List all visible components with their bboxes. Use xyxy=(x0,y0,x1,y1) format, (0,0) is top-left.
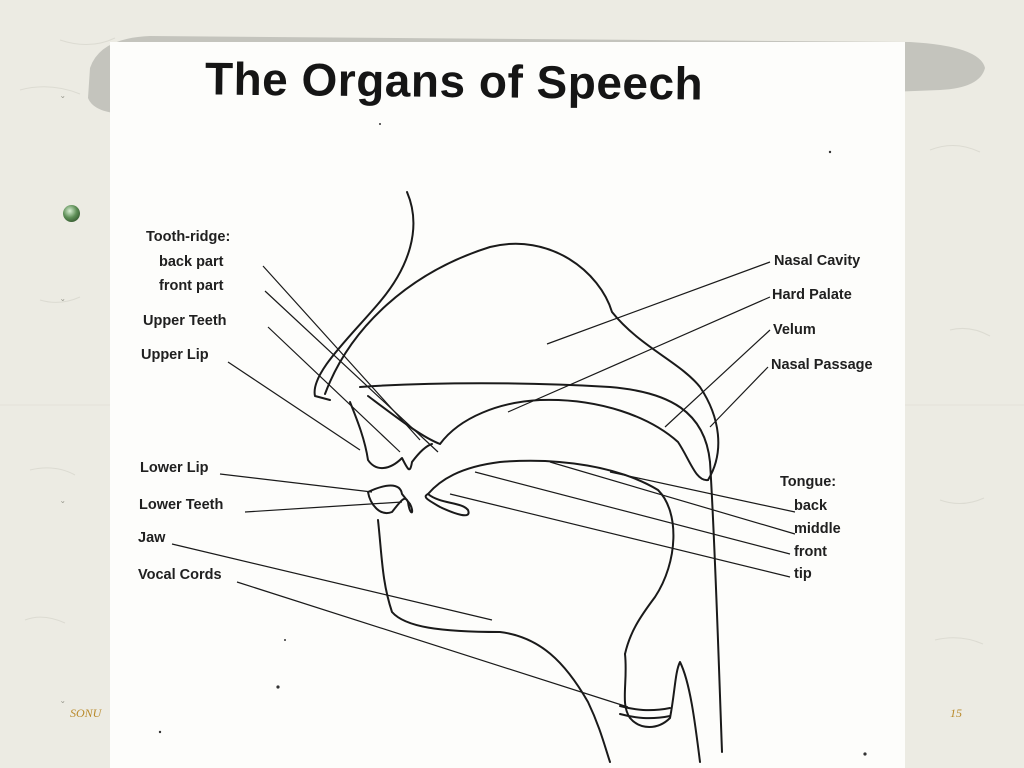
head-cross-section-drawing xyxy=(158,123,867,763)
label-tongue-middle: middle xyxy=(794,521,841,537)
label-tooth-ridge: Tooth-ridge: xyxy=(146,229,231,245)
jaw-and-neck-outline xyxy=(377,519,611,763)
label-upper-lip: Upper Lip xyxy=(141,347,209,363)
hard-palate-outline xyxy=(359,382,711,463)
lower-lip-and-teeth xyxy=(367,484,414,515)
lower-throat-outline xyxy=(623,653,701,763)
chevron-mark: ˇ xyxy=(60,95,66,108)
nasal-cavity-outline xyxy=(324,242,720,481)
label-tongue-tip: tip xyxy=(794,566,812,582)
chevron-mark: ˇ xyxy=(60,298,66,311)
green-orb-bullet-icon xyxy=(63,205,80,222)
leader-tongue-middle xyxy=(549,461,796,535)
chevron-mark: ˇ xyxy=(60,700,66,713)
footer-author: SONU xyxy=(70,706,102,720)
leader-lower-teeth xyxy=(244,501,403,513)
leader-hard-palate xyxy=(507,296,771,413)
label-velum: Velum xyxy=(773,322,816,338)
leader-nasal-cavity xyxy=(546,261,771,345)
palate-underside xyxy=(367,395,709,482)
label-vocal-cords: Vocal Cords xyxy=(138,567,222,583)
leader-tongue-back xyxy=(609,471,796,513)
label-front-part: front part xyxy=(159,278,224,294)
label-lower-lip: Lower Lip xyxy=(140,460,209,476)
chevron-mark: ˇ xyxy=(60,500,66,513)
leader-tongue-front xyxy=(474,471,791,555)
label-tongue: Tongue: xyxy=(780,474,837,490)
upper-lip-and-teeth xyxy=(349,401,433,471)
slide-page-number: 15 xyxy=(950,706,962,720)
label-hard-palate: Hard Palate xyxy=(772,287,852,303)
leader-lower-lip xyxy=(219,473,373,493)
leader-velum xyxy=(664,329,771,428)
vocal-cords-outline xyxy=(619,705,671,720)
leader-jaw xyxy=(171,543,493,621)
label-lower-teeth: Lower Teeth xyxy=(139,497,224,513)
leader-front-part xyxy=(264,290,439,453)
tongue-outline xyxy=(427,459,675,655)
back-of-pharynx xyxy=(709,461,723,753)
label-tongue-back: back xyxy=(794,498,828,514)
leader-tongue-tip xyxy=(449,493,791,578)
tongue-tip-outline xyxy=(424,493,470,517)
label-jaw: Jaw xyxy=(138,530,166,546)
label-tongue-front: front xyxy=(794,544,828,560)
label-nasal-cavity: Nasal Cavity xyxy=(774,253,861,269)
label-nasal-passage: Nasal Passage xyxy=(771,357,873,373)
label-back-part: back part xyxy=(159,254,224,270)
leader-nasal-passage xyxy=(709,366,769,428)
nose-and-face-profile xyxy=(313,191,415,401)
organs-of-speech-diagram: The Organs of Speech xyxy=(110,42,905,768)
label-upper-teeth: Upper Teeth xyxy=(143,313,227,329)
leader-vocal-cords xyxy=(236,581,629,708)
leader-upper-teeth xyxy=(267,326,401,453)
leader-upper-lip xyxy=(227,361,361,451)
